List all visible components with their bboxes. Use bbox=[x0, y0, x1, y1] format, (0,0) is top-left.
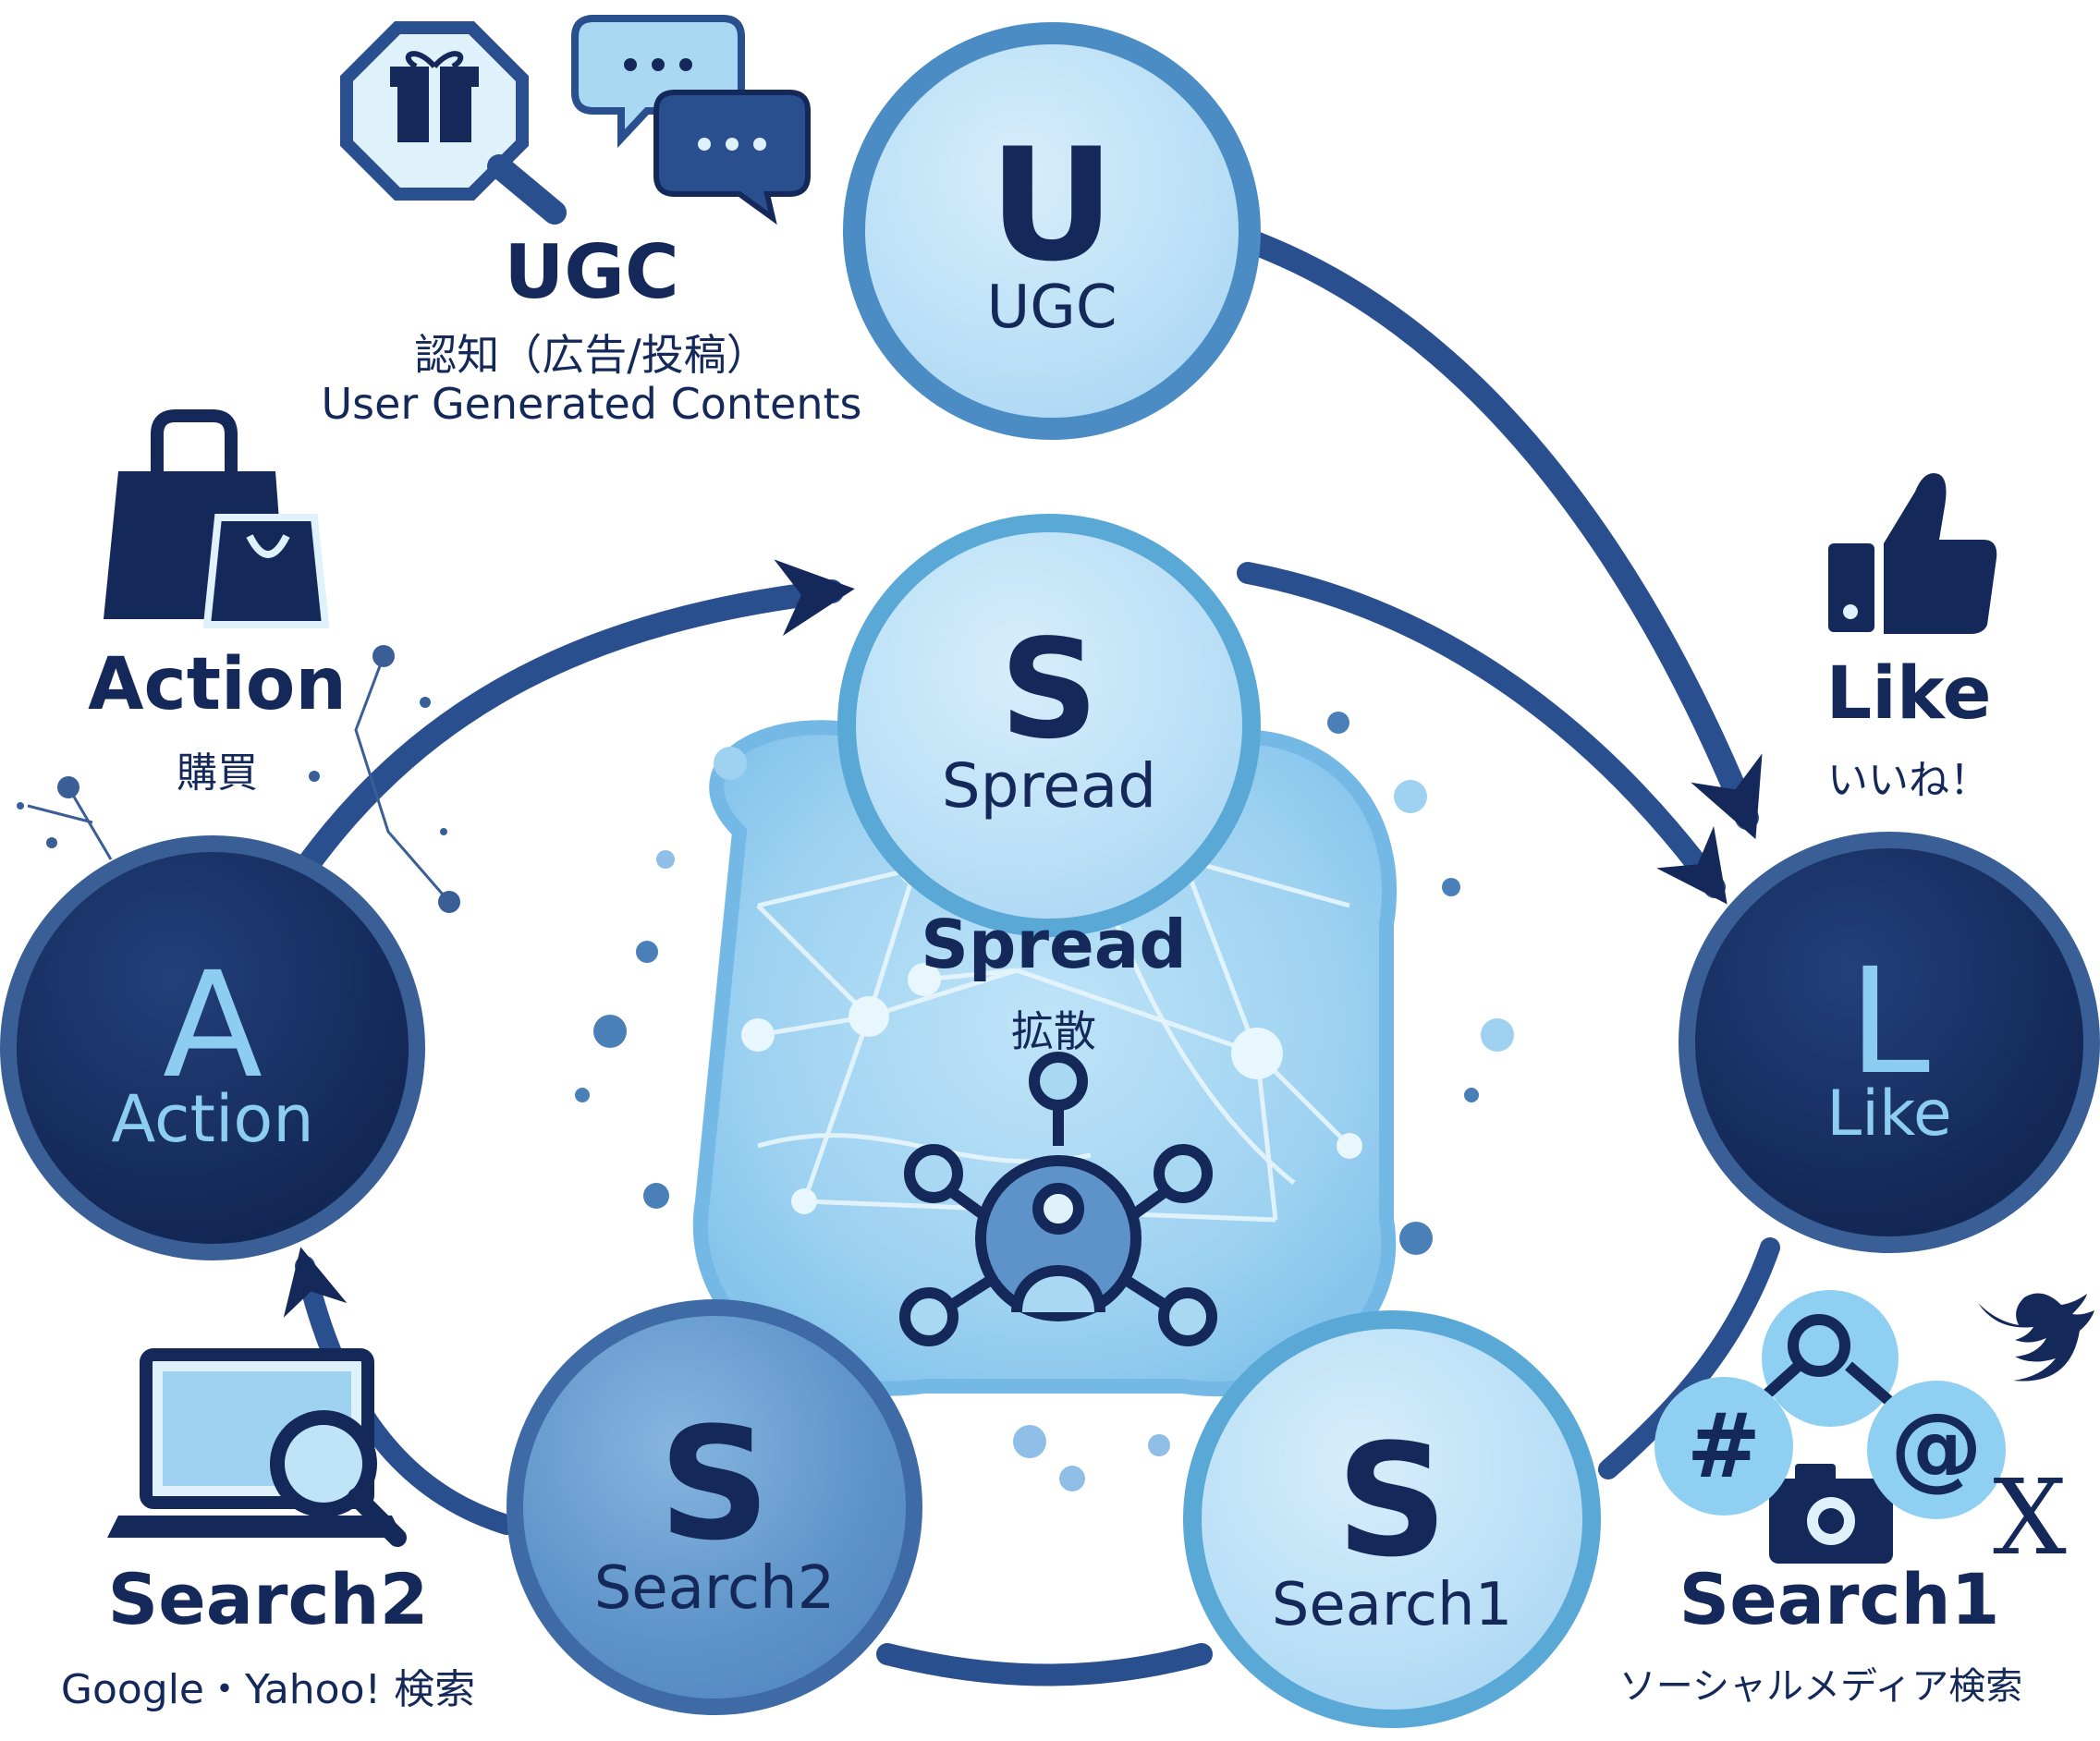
node-letter: L bbox=[1848, 937, 1931, 1107]
arrow-spread-to-like bbox=[1237, 562, 1728, 905]
arrow-like-to-search1 bbox=[1598, 1237, 1780, 1479]
node-like: L Like bbox=[1679, 832, 2100, 1253]
like-title: Like bbox=[1825, 652, 1992, 736]
node-letter: S bbox=[658, 1394, 771, 1575]
at-sign-icon: @ bbox=[1867, 1381, 2006, 1519]
node-label: Search2 bbox=[593, 1554, 836, 1623]
arrow-ugc-to-like bbox=[1236, 228, 1763, 840]
action-title: Action bbox=[88, 643, 347, 726]
laptop-search-icon bbox=[107, 1348, 407, 1547]
chat-bubbles-icon bbox=[571, 15, 811, 225]
node-letter: A bbox=[162, 941, 263, 1111]
node-label: Spread bbox=[941, 750, 1157, 822]
node-label: UGC bbox=[986, 274, 1117, 342]
camera-icon bbox=[1769, 1464, 1893, 1564]
node-ugc: U UGC bbox=[843, 22, 1261, 440]
node-letter: U bbox=[988, 115, 1116, 296]
network-hub-icon bbox=[899, 1052, 1217, 1346]
spread-subtitle-jp: 拡散 bbox=[1011, 1006, 1096, 1056]
x-logo-icon: X bbox=[1993, 1458, 2067, 1578]
node-letter: S bbox=[999, 610, 1099, 769]
arrow-search1-to-search2 bbox=[876, 1643, 1213, 1686]
ugc-subtitle-en: User Generated Contents bbox=[321, 379, 862, 429]
search1-subtitle: ソーシャルメディア検索 bbox=[1618, 1665, 2023, 1708]
search2-title: Search2 bbox=[107, 1558, 429, 1640]
decorative-dots bbox=[17, 645, 1514, 1491]
ugc-title: UGC bbox=[504, 229, 679, 315]
shopping-bags-icon bbox=[104, 409, 330, 628]
search2-subtitle: Google・Yahoo! 検索 bbox=[60, 1666, 476, 1713]
node-search1: S Search1 bbox=[1183, 1310, 1601, 1728]
node-search2: S Search2 bbox=[507, 1299, 922, 1715]
hashtag-icon: # bbox=[1654, 1377, 1793, 1516]
bird-icon bbox=[1978, 1293, 2094, 1382]
node-action: A Action bbox=[0, 835, 425, 1260]
node-label: Search1 bbox=[1271, 1571, 1513, 1639]
node-spread: S Spread bbox=[837, 514, 1261, 937]
thumbs-up-icon bbox=[1828, 473, 1997, 634]
spread-title: Spread bbox=[921, 906, 1187, 983]
node-label: Like bbox=[1826, 1077, 1952, 1151]
arrow-action-to-spread bbox=[293, 559, 855, 881]
node-letter: S bbox=[1336, 1410, 1448, 1591]
magnifier-icon bbox=[1740, 1290, 1908, 1427]
node-label: Action bbox=[111, 1081, 314, 1157]
ugc-subtitle-jp: 認知（広告/投稿） bbox=[414, 330, 769, 380]
gift-search-icon bbox=[340, 21, 567, 225]
action-subtitle-jp: 購買 bbox=[177, 749, 258, 797]
search1-title: Search1 bbox=[1679, 1558, 2000, 1640]
like-subtitle-jp: いいね！ bbox=[1827, 757, 1990, 804]
